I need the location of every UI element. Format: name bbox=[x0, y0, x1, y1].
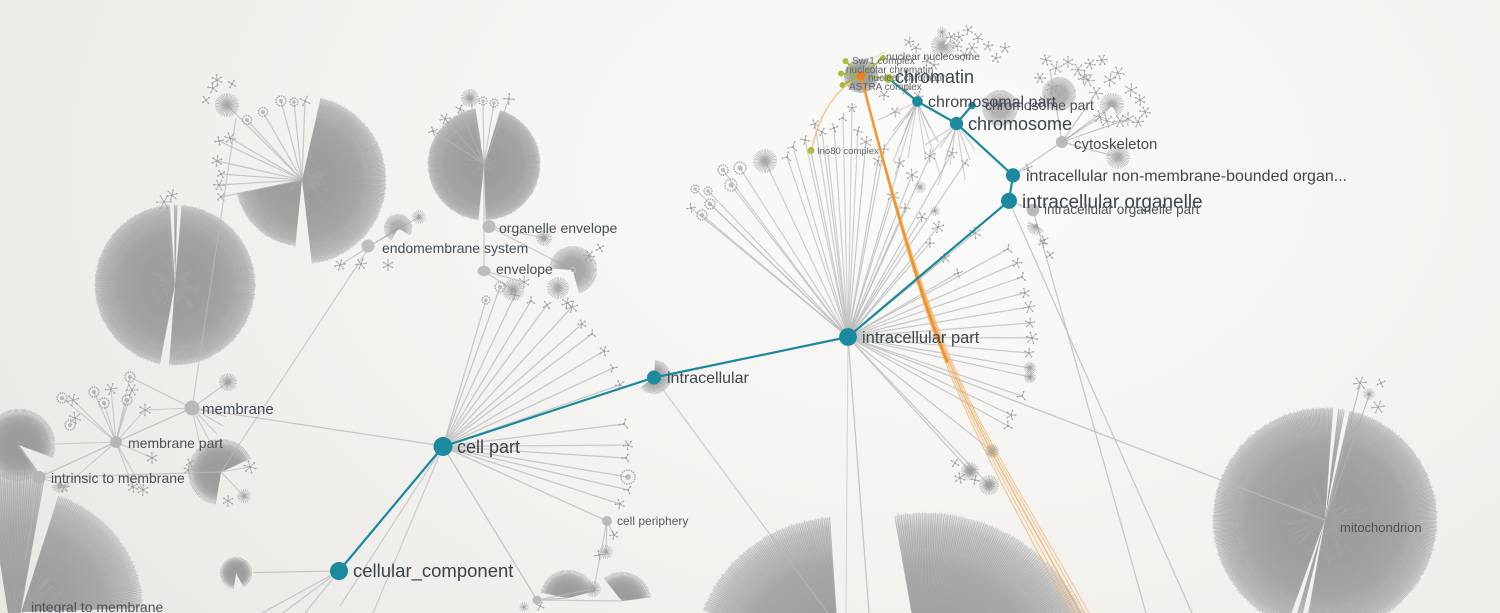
svg-text:Ino80 complex: Ino80 complex bbox=[817, 146, 879, 157]
svg-text:integral to membrane: integral to membrane bbox=[31, 599, 164, 613]
svg-text:membrane part: membrane part bbox=[128, 435, 223, 451]
svg-text:organelle envelope: organelle envelope bbox=[499, 220, 618, 236]
svg-text:chromatin: chromatin bbox=[895, 67, 974, 87]
svg-text:intracellular organelle part: intracellular organelle part bbox=[1044, 202, 1200, 217]
svg-text:intracellular: intracellular bbox=[667, 370, 749, 387]
svg-text:nucleolar chromatin: nucleolar chromatin bbox=[846, 65, 933, 76]
svg-text:chromosomal part: chromosomal part bbox=[928, 94, 1057, 111]
svg-text:intracellular organelle: intracellular organelle bbox=[1022, 192, 1203, 213]
svg-text:intracellular non-membrane-bou: intracellular non-membrane-bounded organ… bbox=[1026, 168, 1347, 185]
svg-text:nuclear chromatin: nuclear chromatin bbox=[868, 73, 947, 84]
svg-text:cytoskeleton: cytoskeleton bbox=[1074, 136, 1157, 153]
svg-text:membrane: membrane bbox=[202, 401, 274, 418]
svg-text:chromosome part: chromosome part bbox=[985, 97, 1094, 113]
svg-text:intrinsic to membrane: intrinsic to membrane bbox=[51, 470, 185, 486]
svg-text:endomembrane system: endomembrane system bbox=[382, 240, 528, 256]
svg-text:chromosome: chromosome bbox=[968, 114, 1072, 134]
svg-text:intracellular part: intracellular part bbox=[862, 329, 980, 347]
svg-text:ASTRA complex: ASTRA complex bbox=[849, 82, 922, 93]
svg-text:cellular_component: cellular_component bbox=[353, 560, 513, 582]
svg-text:cell part: cell part bbox=[457, 437, 520, 457]
svg-text:Swr1 complex: Swr1 complex bbox=[852, 56, 915, 67]
svg-text:cell periphery: cell periphery bbox=[617, 514, 688, 528]
svg-text:nuclear nucleosome: nuclear nucleosome bbox=[886, 51, 980, 63]
svg-text:envelope: envelope bbox=[496, 261, 553, 277]
svg-text:mitochondrion: mitochondrion bbox=[1340, 520, 1422, 535]
